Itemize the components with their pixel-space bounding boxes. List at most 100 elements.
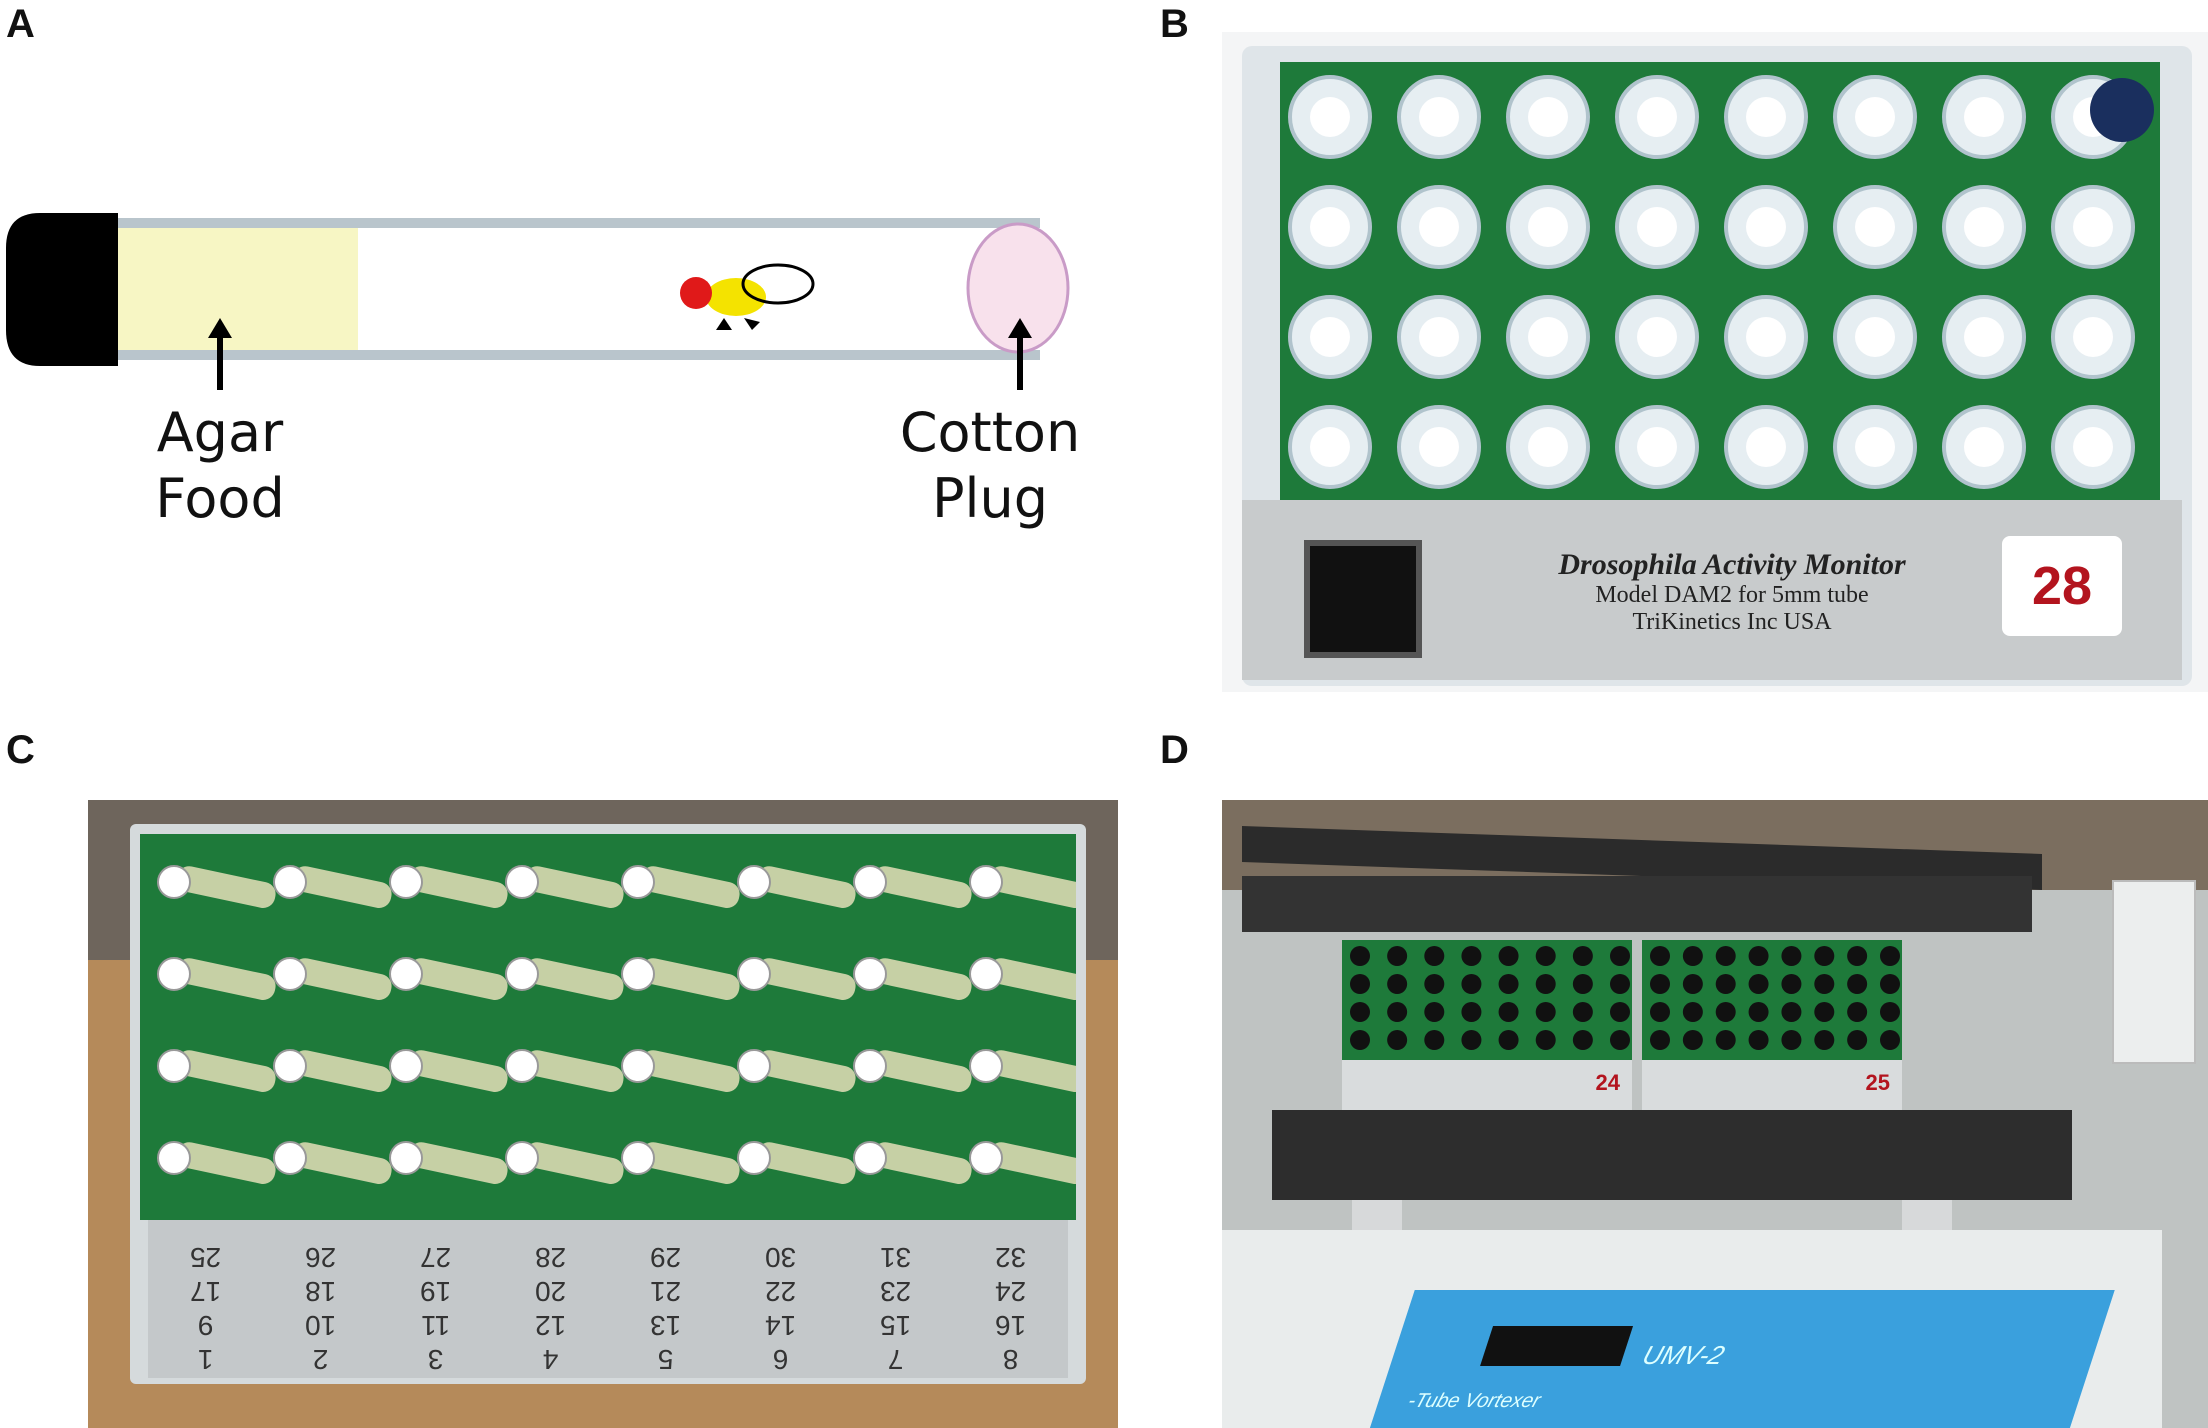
tube-cap-dot bbox=[1387, 946, 1408, 966]
tube-number: 18 bbox=[304, 1276, 337, 1307]
tube-cap-dot bbox=[1350, 974, 1370, 994]
tube-svg bbox=[6, 213, 1070, 366]
tube-number: 15 bbox=[879, 1310, 912, 1341]
tube-cap-dot bbox=[1781, 946, 1802, 966]
glass-tube bbox=[872, 866, 972, 908]
tube-cap-dot bbox=[1650, 1030, 1670, 1050]
tube-hole-center bbox=[1855, 207, 1895, 247]
tube-cap-dot bbox=[1387, 1002, 1408, 1022]
agar-arrow-icon bbox=[208, 318, 232, 390]
tube-cap-dot bbox=[1880, 946, 1900, 966]
tube-hole-center bbox=[1855, 427, 1895, 467]
top-foam bbox=[1242, 876, 2032, 932]
cotton-plug bbox=[737, 1049, 771, 1083]
glass-tube bbox=[524, 1142, 624, 1184]
glass-tube bbox=[524, 958, 624, 1000]
cotton-plug bbox=[969, 865, 1003, 899]
fly-head bbox=[680, 277, 712, 309]
tube-cap-dot bbox=[1715, 1030, 1736, 1050]
tube-cap-dot bbox=[1814, 1002, 1835, 1022]
glass-tube bbox=[988, 866, 1076, 908]
tube-cap-dot bbox=[1610, 946, 1630, 966]
tube-hole-center bbox=[1419, 427, 1459, 467]
cotton-label-line2: Plug bbox=[931, 467, 1049, 530]
cotton-plug bbox=[505, 1049, 539, 1083]
tube-cap-dot bbox=[1748, 974, 1769, 994]
tube-cap-dot bbox=[1781, 1002, 1802, 1022]
cotton-plug bbox=[157, 865, 191, 899]
tube-hole-center bbox=[1746, 97, 1786, 137]
cotton-plug bbox=[621, 1049, 655, 1083]
tube-cap-dot bbox=[1572, 1030, 1593, 1050]
tube-cap-dot bbox=[1682, 1002, 1703, 1022]
glass-tube bbox=[176, 1142, 276, 1184]
tube-hole-center bbox=[2073, 207, 2113, 247]
tube-cap-dot bbox=[1880, 974, 1900, 994]
glass-tube bbox=[408, 958, 508, 1000]
cotton-plug bbox=[389, 957, 423, 991]
tube-hole-center bbox=[1855, 97, 1895, 137]
tube-number: 21 bbox=[649, 1276, 682, 1307]
cotton-plug bbox=[505, 957, 539, 991]
cotton-plug bbox=[853, 1141, 887, 1175]
tube-hole-center bbox=[1964, 207, 2004, 247]
tube-cap-dot bbox=[1682, 1030, 1703, 1050]
tube-hole-center bbox=[1746, 317, 1786, 357]
tube-cap-dot bbox=[1880, 1002, 1900, 1022]
tube-cap-dot bbox=[1781, 1030, 1802, 1050]
setup-photo: 24 25 UMV-2 -Tube Vortexer bbox=[1222, 800, 2208, 1428]
glass-tube bbox=[408, 866, 508, 908]
monitor-right-number: 25 bbox=[1865, 1070, 1890, 1095]
tube-cap-dot bbox=[1715, 974, 1736, 994]
tube-number: 8 bbox=[1002, 1344, 1019, 1375]
tube-number: 7 bbox=[887, 1344, 904, 1375]
tube-cap-dot bbox=[1650, 1002, 1670, 1022]
tube-cap-dot bbox=[1424, 1002, 1445, 1022]
tube-number: 1 bbox=[197, 1344, 214, 1375]
tube-number: 6 bbox=[772, 1344, 789, 1375]
tube-cap-dot bbox=[1847, 946, 1868, 966]
tube-hole-center bbox=[1964, 97, 2004, 137]
glass-tube bbox=[988, 1142, 1076, 1184]
tube-number: 20 bbox=[534, 1276, 567, 1307]
cotton-plug bbox=[505, 865, 539, 899]
tube-cap-dot bbox=[1880, 1030, 1900, 1050]
tube-hole-center bbox=[1637, 97, 1677, 137]
panel-letter-d: D bbox=[1160, 728, 1189, 772]
panel-letter-b: B bbox=[1160, 2, 1189, 46]
vortexer-name: -Tube Vortexer bbox=[1405, 1390, 1544, 1412]
tube-cap-dot bbox=[1387, 974, 1408, 994]
glass-tube bbox=[988, 1050, 1076, 1092]
agar-label-line2: Food bbox=[155, 467, 285, 530]
tube-cap-dot bbox=[1424, 1030, 1445, 1050]
tube-cap-dot bbox=[1498, 946, 1519, 966]
monitor-plate: Drosophila Activity Monitor Model DAM2 f… bbox=[1242, 500, 2182, 680]
glass-tube bbox=[756, 866, 856, 908]
monitor-left-tubes bbox=[1350, 946, 1630, 1050]
push-pin bbox=[2090, 78, 2154, 142]
cotton-plug bbox=[853, 1049, 887, 1083]
cotton-plug bbox=[389, 1049, 423, 1083]
tube-cap-dot bbox=[1650, 974, 1670, 994]
fly-leg-right bbox=[744, 318, 760, 330]
tube-cap-dot bbox=[1461, 974, 1482, 994]
monitor-left-number: 24 bbox=[1595, 1070, 1620, 1095]
tube-hole-center bbox=[1855, 317, 1895, 357]
cotton-plug bbox=[273, 865, 307, 899]
tube-cap-dot bbox=[1814, 974, 1835, 994]
tube-cap-dot bbox=[1535, 946, 1556, 966]
tube-hole-center bbox=[1310, 207, 1350, 247]
tube-cap-dot bbox=[1424, 946, 1445, 966]
tube-hole-center bbox=[1419, 207, 1459, 247]
tube-cap-dot bbox=[1498, 974, 1519, 994]
tube-number: 23 bbox=[879, 1276, 912, 1307]
tube-hole-center bbox=[1637, 427, 1677, 467]
tube-cap-dot bbox=[1461, 1002, 1482, 1022]
tube-cap bbox=[6, 213, 118, 366]
cotton-plug bbox=[157, 1141, 191, 1175]
monitor-number: 28 bbox=[2002, 536, 2122, 636]
